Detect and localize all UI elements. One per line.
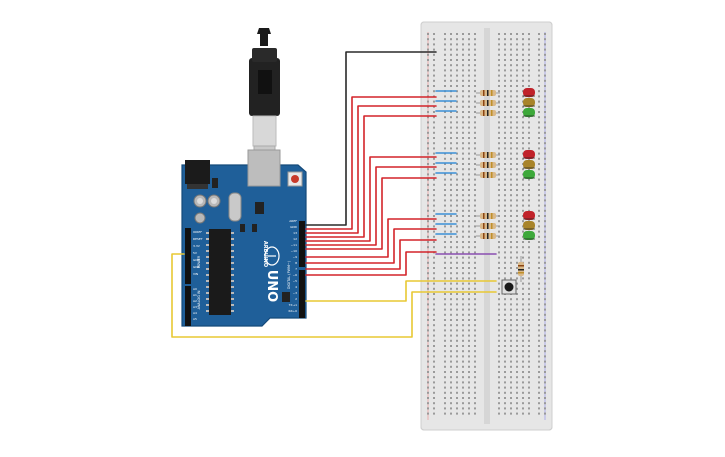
analog-pin-label: A3: [193, 305, 197, 309]
resistor: [480, 233, 496, 239]
resistor: [480, 90, 496, 96]
digital-pin-label: ~6: [293, 273, 298, 277]
wire-button-5v: [171, 253, 497, 338]
digital-pin-label: RX←0: [288, 309, 297, 313]
wire-gnd-black: [305, 51, 437, 226]
wire-pin6: [305, 228, 437, 264]
leds: [523, 88, 535, 240]
analog-header: [185, 286, 191, 326]
power-pin-label: RESET: [193, 237, 203, 241]
wire-pin8: [305, 177, 437, 250]
led-green: [523, 231, 535, 240]
arduino-logo-icon: [264, 246, 280, 266]
resistor: [480, 152, 496, 158]
power-pin-label: GND: [193, 265, 201, 269]
resistor: [480, 172, 496, 178]
digital-pin-label: ~3: [293, 291, 298, 295]
resistors: [476, 90, 500, 239]
analog-pin-label: A1: [193, 293, 197, 297]
wire-pin7: [305, 218, 437, 258]
digital-pin-label: GND: [290, 225, 298, 229]
digital-section-label: DIGITAL (PWM~): [287, 260, 291, 289]
analog-pin-label: A4: [193, 311, 197, 315]
wire-pin5: [305, 239, 437, 270]
digital-pin-label: 13: [293, 231, 297, 235]
digital-pin-label: 7: [295, 267, 297, 271]
led-green: [523, 108, 535, 117]
digital-pin-label: ~11: [291, 243, 297, 247]
led-yellow: [523, 160, 535, 169]
wire-pin13: [305, 96, 437, 230]
digital-pin-label: TX→1: [288, 303, 297, 307]
atmega-chip: [209, 229, 231, 315]
wire-pin9: [305, 166, 437, 246]
power-header: [185, 228, 191, 284]
digital-pin-label: ~9: [293, 255, 298, 259]
power-pin-label: 3.3V: [193, 244, 201, 248]
digital-pin-label: 4: [295, 285, 297, 289]
digital-pin-label: 8: [295, 261, 297, 265]
digital-header-upper: [299, 221, 305, 267]
breadboard-holes: [427, 33, 546, 415]
pulldown-resistor: [518, 256, 524, 282]
resistor: [480, 213, 496, 219]
wire-pin11: [305, 115, 437, 238]
resistor: [480, 162, 496, 168]
led-yellow: [523, 98, 535, 107]
digital-pin-label: 12: [293, 237, 297, 241]
analog-pin-label: A5: [193, 317, 197, 321]
reset-button[interactable]: [291, 175, 299, 183]
wire-button-signal: [305, 280, 497, 302]
analog-pin-label: A0: [193, 287, 197, 291]
resistor: [480, 223, 496, 229]
led-red: [523, 150, 535, 159]
resistor: [480, 100, 496, 106]
power-pin-label: 5V: [193, 251, 198, 255]
analog-section-label: ANALOG IN: [197, 290, 201, 309]
push-button[interactable]: [501, 279, 517, 295]
led-red: [523, 88, 535, 97]
wires: [171, 51, 497, 338]
digital-pin-label: ~10: [291, 249, 297, 253]
power-pin-label: GND: [193, 258, 201, 262]
power-section-label: POWER: [197, 255, 201, 268]
led-red: [523, 211, 535, 220]
power-pin-label: VIN: [193, 272, 198, 276]
led-green: [523, 170, 535, 179]
digital-pin-label: 2: [295, 297, 297, 301]
power-pin-label: IOREF: [193, 230, 202, 234]
analog-pin-label: A2: [193, 299, 197, 303]
wire-pin12: [305, 105, 437, 234]
digital-pin-label: AREF: [289, 219, 297, 223]
led-yellow: [523, 221, 535, 230]
wire-pin4: [305, 251, 437, 276]
resistor: [480, 110, 496, 116]
digital-pin-label: ~5: [293, 279, 298, 283]
wire-pin10: [305, 156, 437, 242]
board-model-label: UNO: [264, 270, 279, 303]
digital-header-lower: [299, 270, 305, 318]
